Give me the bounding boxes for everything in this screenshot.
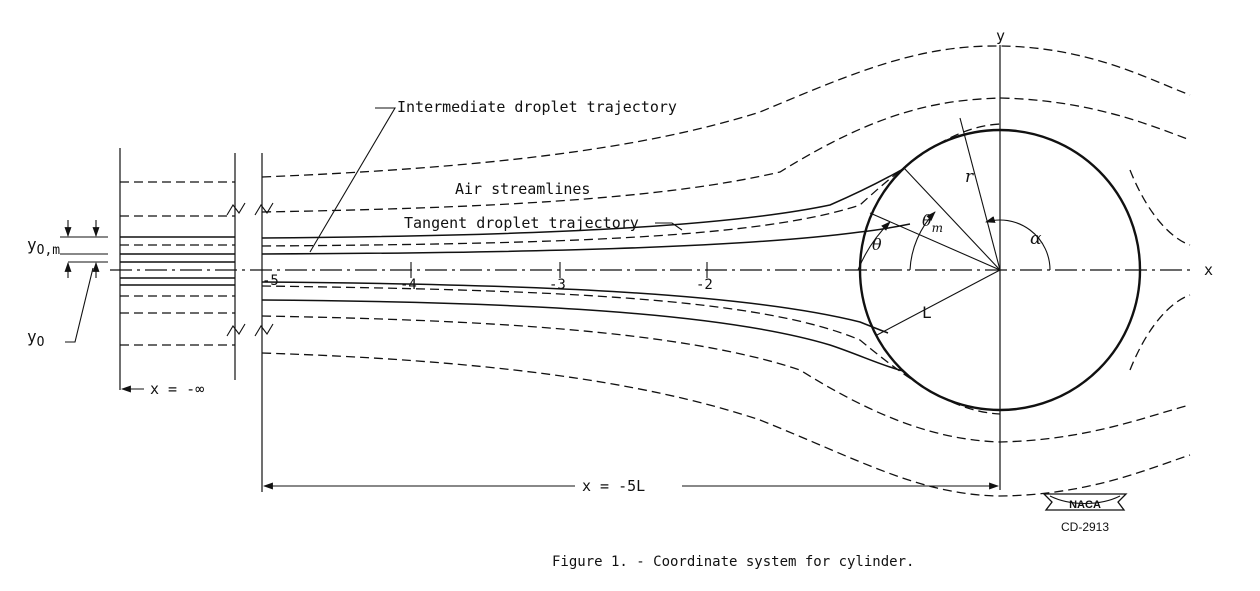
radius-theta-m	[903, 167, 1001, 271]
alpha-arc	[985, 216, 1051, 271]
radius-r	[959, 117, 1001, 271]
y0-label: yO	[27, 327, 45, 350]
y0m-dimension	[60, 220, 108, 278]
air-streamline-top-3	[261, 123, 1001, 247]
tick-label-m2: -2	[696, 277, 713, 293]
air-streamline-bottom-right	[1129, 294, 1191, 371]
tangent-label: Tangent droplet trajectory	[404, 214, 639, 232]
air-streamline-bottom-1	[261, 285, 1001, 415]
air-streamlines-label: Air streamlines	[455, 180, 590, 198]
cylinder	[858, 128, 1142, 412]
radius-theta	[869, 212, 1001, 271]
tick-label-m5: -5	[262, 273, 279, 289]
intermediate-label: Intermediate droplet trajectory	[397, 98, 677, 116]
tick-label-m4: -4	[400, 277, 417, 293]
intermediate-trajectory-upper	[261, 223, 911, 255]
theta-arc	[857, 221, 891, 271]
x-axis-label: x	[1204, 261, 1213, 279]
y0m-label: yO,m	[27, 235, 60, 258]
y0-leader	[65, 267, 94, 343]
air-streamline-top-1	[261, 45, 1191, 178]
air-streamline-bottom-2	[261, 315, 1191, 443]
figure-caption: Figure 1. - Coordinate system for cylind…	[552, 554, 914, 570]
theta-m-label: θm	[922, 211, 943, 235]
air-streamline-bottom-3	[261, 352, 1191, 497]
y-axis-label: y	[996, 27, 1005, 45]
radius-L	[876, 269, 1001, 336]
svg-text:NACA: NACA	[1069, 499, 1101, 511]
figure-code: CD-2913	[1061, 520, 1109, 534]
tangent-leader	[655, 222, 683, 231]
intermediate-leader	[309, 107, 396, 253]
theta-m-arc	[909, 211, 936, 271]
L-label: L	[922, 303, 932, 322]
x-neg-5L-label: x = -5L	[582, 477, 645, 495]
tick-label-m3: -3	[549, 277, 566, 293]
left-streamlines	[120, 181, 235, 346]
air-streamline-top-right	[1129, 169, 1191, 246]
r-label: r	[965, 167, 974, 187]
alpha-label: α	[1030, 229, 1042, 249]
theta-label: θ	[872, 235, 882, 254]
x-neg-inf-label: x = -∞	[150, 380, 204, 398]
break-marks	[226, 202, 274, 337]
naca-logo: NACA	[1042, 493, 1128, 511]
tangent-trajectory-lower	[261, 299, 904, 372]
tangent-trajectory-upper	[261, 168, 904, 239]
trajectory-lower-1	[261, 281, 889, 334]
